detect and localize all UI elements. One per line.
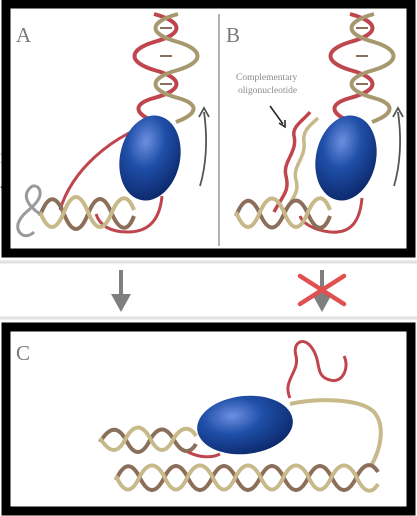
panel-b-annotation-line-1: Complementary [236, 73, 297, 83]
arrow-b-to-c-blocked [300, 270, 344, 312]
arrow-a-to-c-icon [111, 270, 131, 312]
panel-a-label: A [16, 23, 32, 47]
panel-b-annotation-line-2: oligonucleotide [238, 86, 297, 96]
transition-area [0, 262, 417, 318]
panel-b-label: B [226, 23, 240, 47]
panel-c-label: C [16, 341, 30, 365]
